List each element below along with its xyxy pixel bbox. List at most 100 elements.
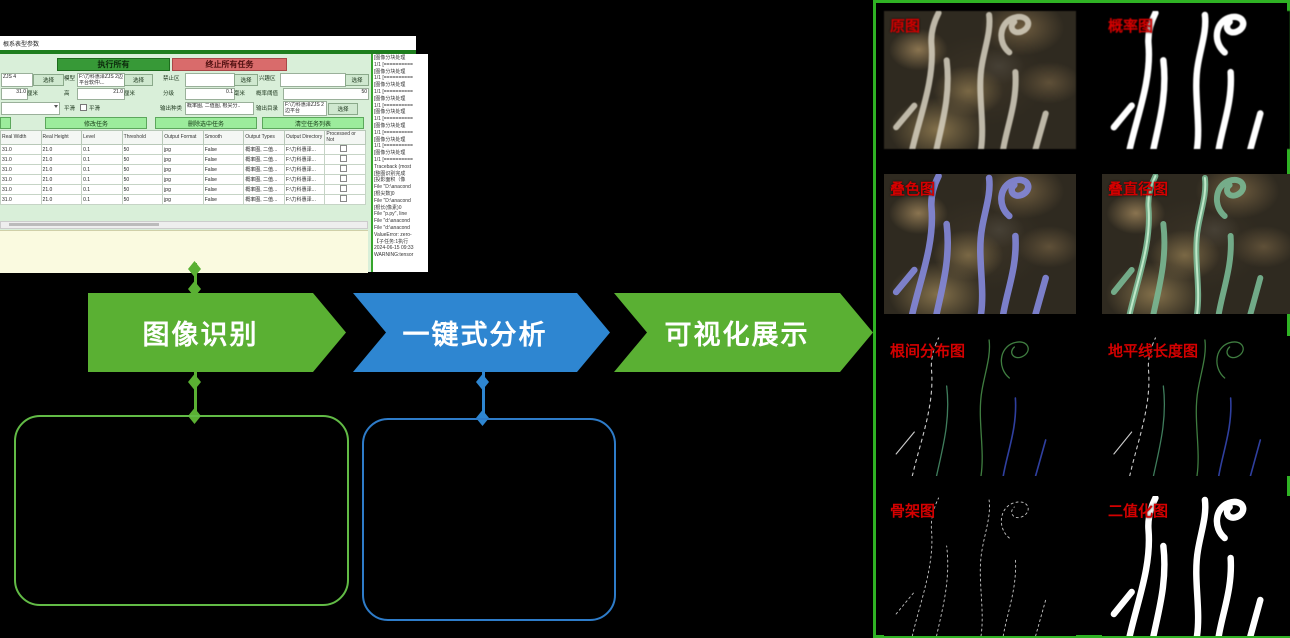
forbidden-zone-label: 禁止区 — [163, 76, 180, 82]
log-line: Traceback (most — [374, 163, 412, 170]
processed-checkbox[interactable] — [340, 195, 348, 202]
log-line: 1/1 [========== — [374, 61, 413, 68]
result-image-distribution: 根间分布图 — [884, 336, 1076, 476]
result-image-overlay-diameter: 叠直径图 — [1102, 174, 1290, 314]
output-dir-field[interactable]: F:\力科惠泽ZJS 2边平台 — [283, 101, 327, 116]
clear-task-list-button[interactable]: 清空任务列表 — [262, 117, 364, 129]
analysis-detail-box — [362, 418, 616, 621]
modify-task-button[interactable]: 修改任务 — [45, 117, 147, 129]
prob-threshold-field[interactable]: 50 — [283, 88, 369, 100]
diamond-icon — [188, 374, 201, 390]
log-line: [图像分块处理 — [374, 95, 406, 102]
forbidden-zone-field[interactable] — [185, 73, 235, 87]
result-image-label: 二值化图 — [1108, 503, 1169, 520]
width-field[interactable]: 31.0 — [1, 88, 28, 100]
processed-checkbox[interactable] — [340, 165, 348, 172]
result-image-overlay-color: 叠色图 — [884, 174, 1076, 314]
chevron-down-icon — [54, 105, 58, 108]
log-line: File "D:\anacond — [374, 197, 411, 204]
connector-step2-to-box — [482, 372, 485, 420]
execute-all-button[interactable]: 执行所有 — [57, 58, 170, 71]
interest-zone-label: 兴趣区 — [259, 76, 276, 82]
log-line: [投影面积（像 — [374, 177, 406, 184]
result-image-skeleton: 骨架图 — [884, 496, 1076, 636]
forbidden-zone-select-button[interactable]: 选择 — [234, 74, 258, 86]
window-body: 执行所有 终止所有任务 ZJS 4 选择 模型 F:\力科惠泽ZJS 2边平台软… — [0, 54, 371, 273]
col-header: Processed or Not — [324, 130, 366, 145]
connector-window-to-step1 — [194, 263, 197, 293]
image-path-field[interactable]: ZJS 4 — [1, 73, 33, 87]
log-line: [图像分块处理 — [374, 68, 406, 75]
log-line: 1/1 [========== — [374, 75, 413, 82]
log-line: File "p.py", line — [374, 211, 408, 218]
log-line: 2024-06-15 09:33 — [374, 245, 414, 252]
result-image-label: 叠直径图 — [1108, 181, 1169, 198]
grading-unit: 毫米 — [234, 91, 246, 97]
table-hscrollbar[interactable] — [0, 221, 368, 229]
result-panel: 原图 概率图叠色图 叠直径图根间分布图 地平线长度图骨架图 二值化图 — [873, 0, 1290, 638]
result-image-label: 地平线长度图 — [1108, 343, 1199, 360]
log-line: 【子任务:1执行 — [374, 238, 409, 245]
processed-checkbox[interactable] — [340, 145, 348, 152]
smooth-checkbox-label: 平滑 — [89, 106, 101, 112]
log-line: 1/1 [========== — [374, 116, 413, 123]
height-unit: 厘米 — [124, 91, 136, 97]
log-line: File "d:\anacond — [374, 224, 410, 231]
log-line: 1/1 [========== — [374, 129, 413, 136]
result-image-horizon-length: 地平线长度图 — [1102, 336, 1290, 476]
result-image-photo: 原图 — [884, 11, 1076, 149]
image-select-button[interactable]: 选择 — [33, 74, 64, 86]
width-unit: 厘米 — [27, 91, 39, 97]
hscroll-thumb[interactable] — [9, 223, 159, 226]
log-line: 1/1 [========== — [374, 102, 413, 109]
add-task-button-partial[interactable] — [0, 117, 11, 129]
processed-checkbox[interactable] — [340, 185, 348, 192]
result-image-label: 骨架图 — [890, 503, 936, 520]
col-header: Threshold — [121, 130, 164, 145]
smooth-label: 平滑 — [64, 106, 76, 112]
log-line: [图像分块处理 — [374, 55, 406, 61]
output-dir-select-button[interactable]: 选择 — [328, 103, 358, 115]
delete-selected-task-button[interactable]: 删除选中任务 — [155, 117, 257, 129]
result-image-probability: 概率图 — [1102, 11, 1290, 149]
grading-field[interactable]: 0.1 — [185, 88, 235, 100]
col-header: Smooth — [202, 130, 245, 145]
window-menubar — [0, 50, 416, 54]
result-image-label: 原图 — [890, 18, 921, 35]
log-line: File "D:\anacond — [374, 184, 411, 191]
software-window: 根系表型参数 执行所有 终止所有任务 ZJS 4 选择 模型 F:\力科惠泽ZJ… — [0, 36, 428, 273]
flow-step-image-recognition: 图像识别 — [88, 293, 346, 372]
stop-all-tasks-button[interactable]: 终止所有任务 — [172, 58, 287, 71]
model-path-field[interactable]: F:\力科惠泽ZJS 2边平台软件\... — [77, 73, 125, 87]
processed-checkbox[interactable] — [340, 175, 348, 182]
log-line: [图像分块处理 — [374, 122, 406, 129]
interest-zone-select-button[interactable]: 选择 — [345, 74, 369, 86]
smooth-checkbox[interactable] — [80, 104, 87, 111]
output-dir-label: 输出目录 — [256, 106, 279, 112]
image-recognition-detail-box — [14, 415, 349, 606]
col-header: Output Directory — [283, 130, 326, 145]
height-field[interactable]: 21.0 — [77, 88, 125, 100]
processed-checkbox[interactable] — [340, 155, 348, 162]
log-line: 1/1 [========== — [374, 143, 413, 150]
result-image-binary: 二值化图 — [1102, 496, 1290, 636]
log-line: 1/1 [========== — [374, 88, 413, 95]
col-header: Output Types — [243, 130, 285, 145]
flow-step-visualization: 可视化展示 — [614, 293, 873, 372]
model-select-button[interactable]: 选择 — [124, 74, 153, 86]
window-titlebar: 根系表型参数 — [0, 36, 416, 50]
left-dropdown[interactable] — [1, 102, 60, 115]
log-line: [图像分块处理 — [374, 109, 406, 116]
output-types-dropdown[interactable]: 概率图, 二值图, 根尖分.. — [185, 102, 254, 115]
interest-zone-field[interactable] — [280, 73, 346, 87]
